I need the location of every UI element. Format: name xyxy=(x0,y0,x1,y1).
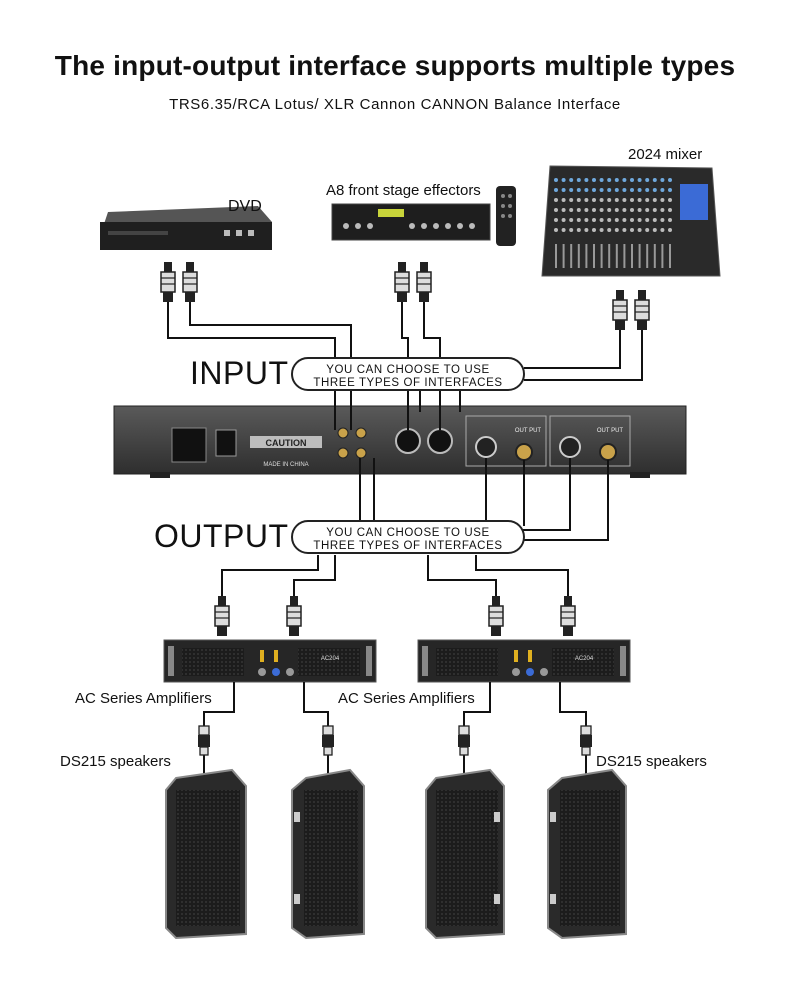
effector-unit xyxy=(331,186,516,246)
amplifier-label-right: AC Series Amplifiers xyxy=(338,690,475,707)
page-title: The input-output interface supports mult… xyxy=(54,50,736,81)
output-label-2: OUT PUT xyxy=(597,428,624,434)
processor-rear-panel: CAUTION MADE IN CHINA OUT PUT OUT PUT xyxy=(113,405,687,478)
page-subtitle: TRS6.35/RCA Lotus/ XLR Cannon CANNON Bal… xyxy=(169,96,621,113)
amp1-rca-plug-b xyxy=(286,595,302,637)
output-note-line1: YOU CAN CHOOSE TO USE xyxy=(326,527,490,539)
mixer-console xyxy=(541,165,721,277)
amp2-rca-plug-a xyxy=(488,595,504,637)
mixer-label: 2024 mixer xyxy=(628,146,703,163)
input-heading: INPUT xyxy=(190,355,289,391)
effector-rca-plug-right xyxy=(416,261,432,303)
speaker-label-left: DS215 speakers xyxy=(60,753,171,770)
made-in-label: MADE IN CHINA xyxy=(263,462,308,468)
amp2-rca-plug-b xyxy=(560,595,576,637)
speaker-4 xyxy=(547,768,627,940)
output-heading: OUTPUT xyxy=(154,518,289,554)
amplifier-right: AC204 xyxy=(417,639,631,683)
speaker-2 xyxy=(291,768,365,940)
amplifier-label-left: AC Series Amplifiers xyxy=(75,690,212,707)
input-note-line2: THREE TYPES OF INTERFACES xyxy=(313,377,503,389)
amp-left-model: AC204 xyxy=(321,656,340,662)
mixer-rca-plug-left xyxy=(612,289,628,331)
mixer-rca-plug-right xyxy=(634,289,650,331)
speaker-cables xyxy=(203,682,587,776)
speakon-plug-2 xyxy=(321,725,335,756)
amplifier-left: AC204 xyxy=(163,639,377,683)
caution-label: CAUTION xyxy=(266,438,307,448)
speakon-plug-3 xyxy=(457,725,471,756)
output-cables xyxy=(221,458,609,600)
speakon-plug-1 xyxy=(197,725,211,756)
effector-rca-plug-left xyxy=(394,261,410,303)
output-interface-note: YOU CAN CHOOSE TO USE THREE TYPES OF INT… xyxy=(291,520,525,554)
speaker-label-right: DS215 speakers xyxy=(596,753,707,770)
output-label-1: OUT PUT xyxy=(515,428,542,434)
amp1-rca-plug-a xyxy=(214,595,230,637)
dvd-rca-plug-right xyxy=(182,261,198,303)
dvd-rca-plug-left xyxy=(160,261,176,303)
speaker-1 xyxy=(165,768,247,940)
dvd-player xyxy=(100,206,272,250)
amp-right-model: AC204 xyxy=(575,656,594,662)
speaker-3 xyxy=(425,768,505,940)
dvd-label: DVD xyxy=(228,198,262,215)
effector-label: A8 front stage effectors xyxy=(326,182,481,199)
input-interface-note: YOU CAN CHOOSE TO USE THREE TYPES OF INT… xyxy=(291,357,525,391)
speakon-plug-4 xyxy=(579,725,593,756)
output-note-line2: THREE TYPES OF INTERFACES xyxy=(313,540,503,552)
input-note-line1: YOU CAN CHOOSE TO USE xyxy=(326,364,490,376)
